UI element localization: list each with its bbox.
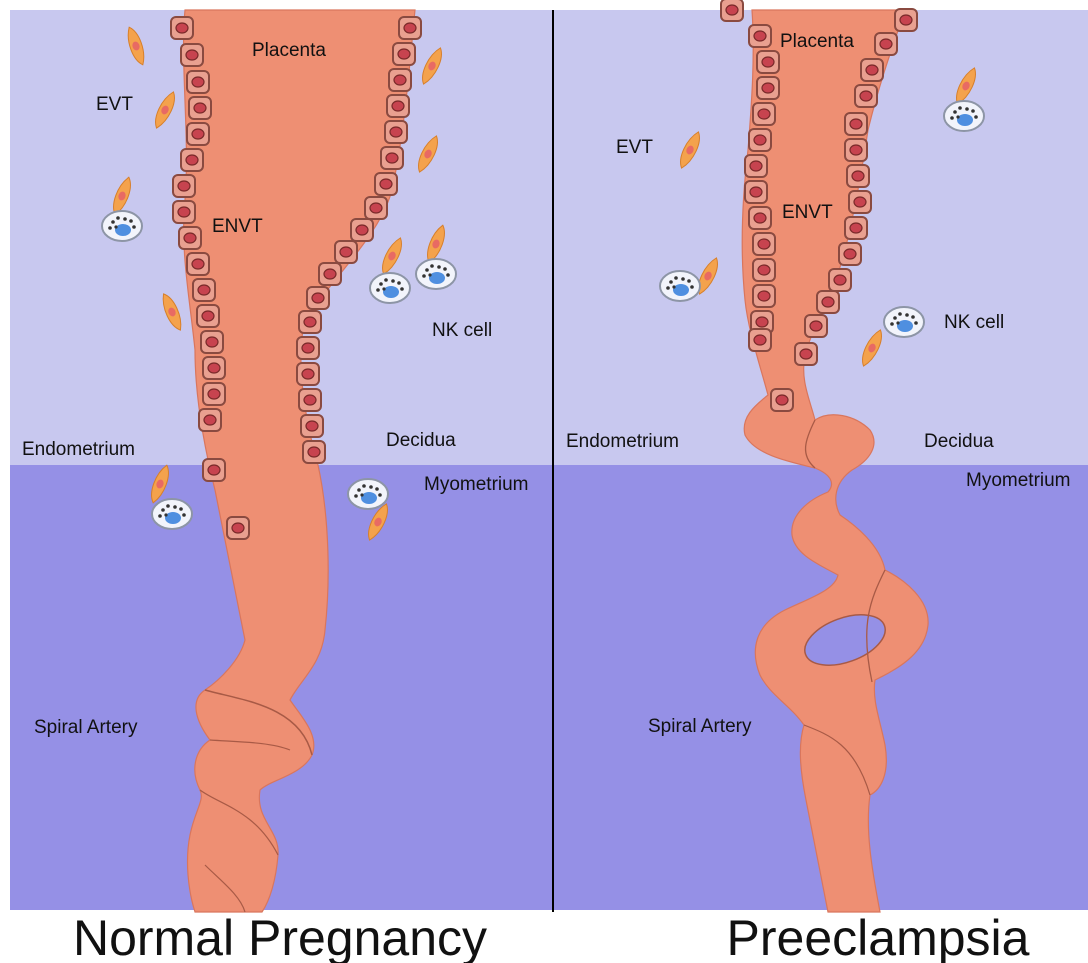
label-endometrium: Endometrium <box>22 439 135 460</box>
label-envt: ENVT <box>212 216 263 237</box>
panel-preeclampsia: Placenta EVT ENVT NK cell Endometrium De… <box>553 0 1088 912</box>
caption-preeclampsia: Preeclampsia <box>727 910 1030 963</box>
label-decidua: Decidua <box>386 430 456 451</box>
label-nk-cell: NK cell <box>432 320 492 341</box>
label-myometrium: Myometrium <box>424 474 529 495</box>
label-envt: ENVT <box>782 202 833 223</box>
label-spiral-artery: Spiral Artery <box>648 716 752 737</box>
caption-normal-pregnancy: Normal Pregnancy <box>73 910 487 963</box>
label-placenta: Placenta <box>780 31 854 52</box>
label-nk-cell: NK cell <box>944 312 1004 333</box>
label-evt: EVT <box>96 94 133 115</box>
label-endometrium: Endometrium <box>566 431 679 452</box>
label-myometrium: Myometrium <box>966 470 1071 491</box>
label-placenta: Placenta <box>252 40 326 61</box>
label-decidua: Decidua <box>924 431 994 452</box>
label-spiral-artery: Spiral Artery <box>34 717 138 738</box>
label-evt: EVT <box>616 137 653 158</box>
panel-normal-pregnancy: Placenta EVT ENVT NK cell Endometrium De… <box>10 10 553 912</box>
